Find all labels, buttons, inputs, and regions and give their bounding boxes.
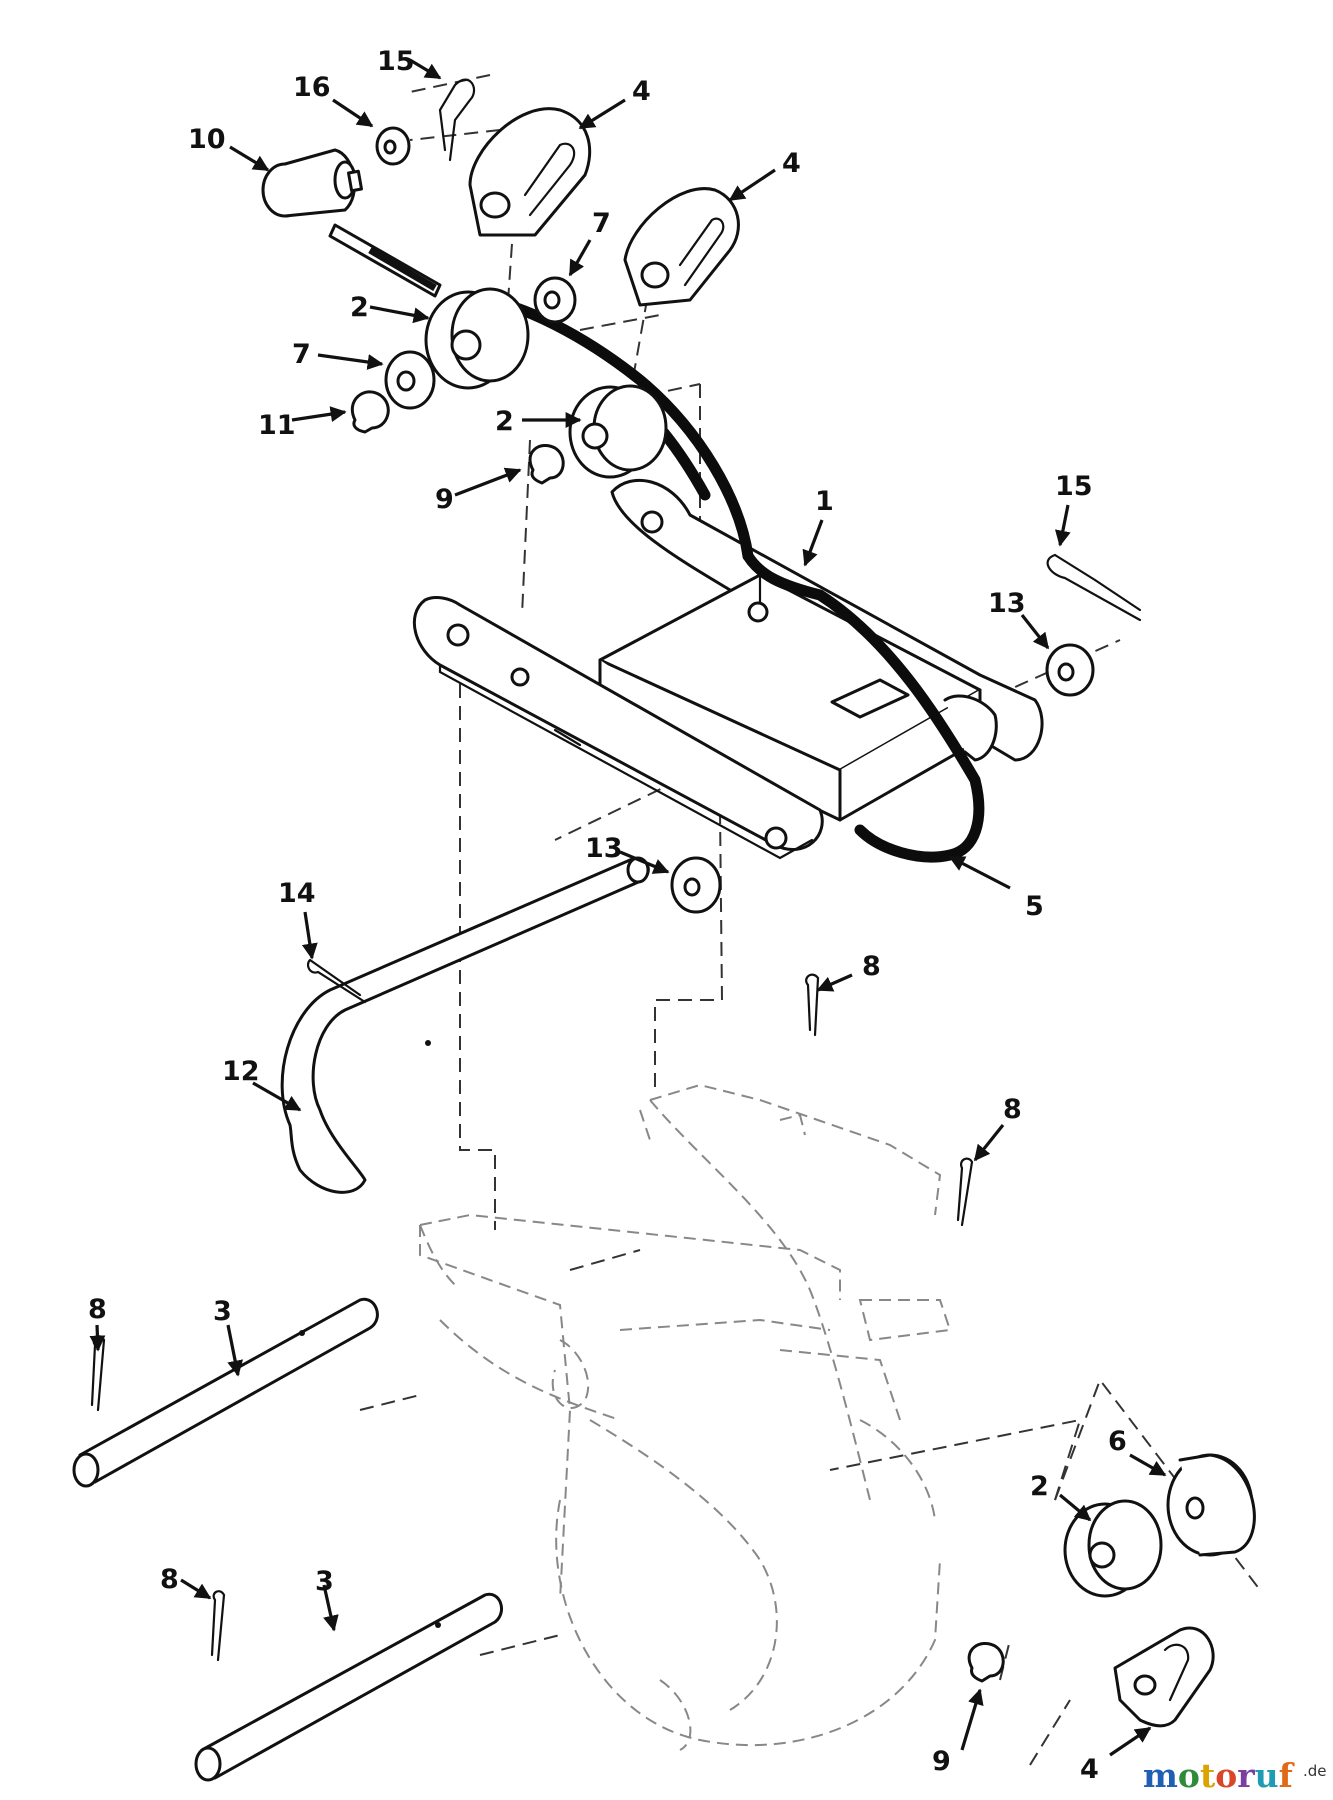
watermark-letter: f — [1279, 1756, 1295, 1795]
watermark-letter: r — [1237, 1756, 1255, 1795]
watermark-letter: t — [1200, 1756, 1216, 1795]
hairpin-15-top — [438, 78, 476, 162]
watermark-letter: m — [1143, 1756, 1178, 1795]
svg-text:motoruf: motoruf — [1143, 1756, 1295, 1795]
callout-10: 10 — [188, 124, 226, 155]
pulley-lower — [1063, 1499, 1163, 1598]
clevis-bracket-lower — [1113, 1626, 1215, 1728]
callout-1: 1 — [815, 486, 834, 517]
pulley-upper — [424, 287, 530, 390]
callout-11: 11 — [258, 410, 296, 441]
watermark-logo: motoruf .de — [1143, 1756, 1327, 1795]
washer-13-left — [670, 856, 722, 914]
washer-7-upper — [533, 276, 577, 324]
callout-2-lower: 2 — [1030, 1471, 1049, 1502]
retaining-ring-9-upper — [528, 444, 565, 485]
knob-and-rod — [261, 148, 442, 298]
callout-arrows — [89, 58, 1167, 1757]
main-bracket — [412, 478, 1044, 860]
watermark-letter: o — [1178, 1756, 1200, 1795]
callout-9-lower: 9 — [932, 1746, 951, 1777]
callout-8-d: 8 — [160, 1564, 179, 1595]
callout-5: 5 — [1025, 891, 1044, 922]
hook-rod — [280, 856, 650, 1194]
callout-labels: 15 16 10 4 4 7 2 7 11 2 9 1 15 13 13 5 1… — [88, 46, 1127, 1785]
hairpin-15-right — [1046, 553, 1142, 622]
watermark-tld: .de — [1303, 1762, 1327, 1780]
watermark-letter: o — [1215, 1756, 1237, 1795]
callout-3-upper: 3 — [213, 1296, 232, 1327]
washer-13-right — [1045, 643, 1095, 697]
callout-6: 6 — [1108, 1426, 1127, 1457]
callout-15-top: 15 — [377, 46, 415, 77]
cotter-pin-8-d — [210, 1590, 226, 1662]
retaining-ring-9-lower — [967, 1642, 1005, 1683]
callout-9-upper: 9 — [435, 484, 454, 515]
clevis-bracket-upper-left — [468, 107, 592, 237]
cotter-pin-8-b — [956, 1157, 974, 1227]
callout-8-c: 8 — [88, 1294, 107, 1325]
callout-3-lower: 3 — [315, 1566, 334, 1597]
watermark-letter: u — [1255, 1756, 1279, 1795]
phantom-frame — [419, 1083, 952, 1751]
callout-16: 16 — [293, 72, 331, 103]
pulley-middle — [568, 384, 668, 479]
pin-3-upper — [72, 1297, 379, 1488]
callout-2-upper: 2 — [350, 292, 369, 323]
callout-7-lower: 7 — [292, 339, 311, 370]
idler-wheel-6 — [1166, 1453, 1256, 1557]
callout-8-a: 8 — [862, 951, 881, 982]
pin-3-lower — [194, 1592, 503, 1782]
callout-8-b: 8 — [1003, 1094, 1022, 1125]
callout-13-right: 13 — [988, 588, 1026, 619]
callout-7-upper: 7 — [592, 208, 611, 239]
callout-4-lower: 4 — [1080, 1754, 1099, 1785]
callout-13-left: 13 — [585, 833, 623, 864]
callout-2-middle: 2 — [495, 406, 514, 437]
callout-12: 12 — [222, 1056, 260, 1087]
cotter-pin-8-a — [805, 973, 820, 1037]
callout-15-right: 15 — [1055, 471, 1093, 502]
callout-4-upper-right: 4 — [782, 148, 801, 179]
callout-14: 14 — [278, 878, 316, 909]
retaining-ring-11 — [350, 390, 390, 434]
washer-16 — [375, 126, 411, 166]
clevis-bracket-upper-right — [623, 187, 740, 307]
cotter-pin-14 — [306, 958, 367, 1004]
washer-7-lower — [384, 350, 436, 410]
callout-4-upper-left: 4 — [632, 76, 651, 107]
